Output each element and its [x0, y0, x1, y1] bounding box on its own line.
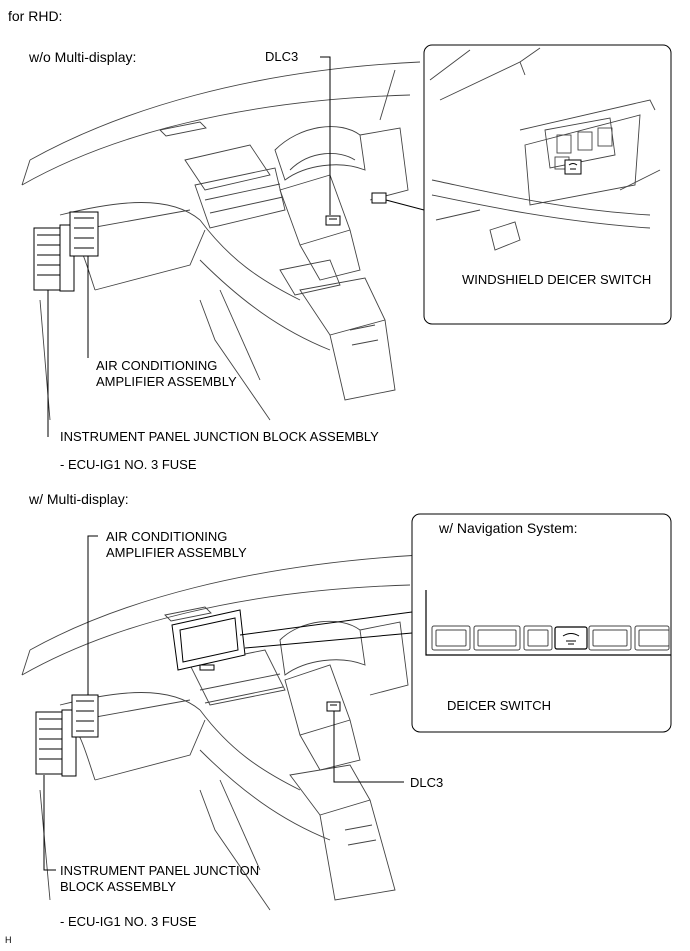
label-fuse-top: - ECU-IG1 NO. 3 FUSE	[60, 457, 197, 472]
figure-code: H	[5, 935, 12, 945]
detail-box-top	[423, 44, 672, 325]
label-ac-amplifier-top-line1: AIR CONDITIONING	[96, 358, 218, 373]
dashboard-illustration-bottom	[21, 554, 421, 911]
multi-display-bottom	[171, 609, 246, 671]
ac-amplifier-bottom	[71, 694, 99, 738]
label-windshield-deicer-switch: WINDSHIELD DEICER SWITCH	[462, 272, 652, 287]
detail-box-bottom	[411, 513, 672, 733]
label-junction-block-top: INSTRUMENT PANEL JUNCTION BLOCK ASSEMBLY	[60, 429, 379, 444]
label-ac-amplifier-bottom-line2: AMPLIFIER ASSEMBLY	[106, 545, 247, 560]
label-junction-block-bottom-line1: INSTRUMENT PANEL JUNCTION	[60, 863, 260, 878]
dlc3-bottom	[326, 701, 341, 712]
label-fuse-bottom: - ECU-IG1 NO. 3 FUSE	[60, 914, 197, 929]
label-ac-amplifier-bottom-line1: AIR CONDITIONING	[106, 529, 228, 544]
label-deicer-switch: DEICER SWITCH	[447, 698, 551, 713]
label-dlc3-bottom: DLC3	[410, 775, 444, 790]
page-heading: for RHD:	[8, 8, 63, 24]
section-title-with-multidisplay: w/ Multi-display:	[29, 491, 129, 507]
junction-block-top	[33, 224, 75, 292]
label-junction-block-bottom-line2: BLOCK ASSEMBLY	[60, 879, 177, 894]
ac-amplifier-top	[69, 211, 99, 257]
deicer-switch-small-top	[371, 192, 387, 204]
junction-block-bottom	[35, 709, 77, 777]
dlc3-top	[325, 215, 341, 226]
section-title-without-multidisplay: w/o Multi-display:	[29, 49, 137, 65]
dashboard-illustration-top	[21, 61, 421, 421]
label-navigation-system: w/ Navigation System:	[439, 520, 578, 536]
label-dlc3-top: DLC3	[265, 49, 299, 64]
label-ac-amplifier-top-line2: AMPLIFIER ASSEMBLY	[96, 374, 237, 389]
